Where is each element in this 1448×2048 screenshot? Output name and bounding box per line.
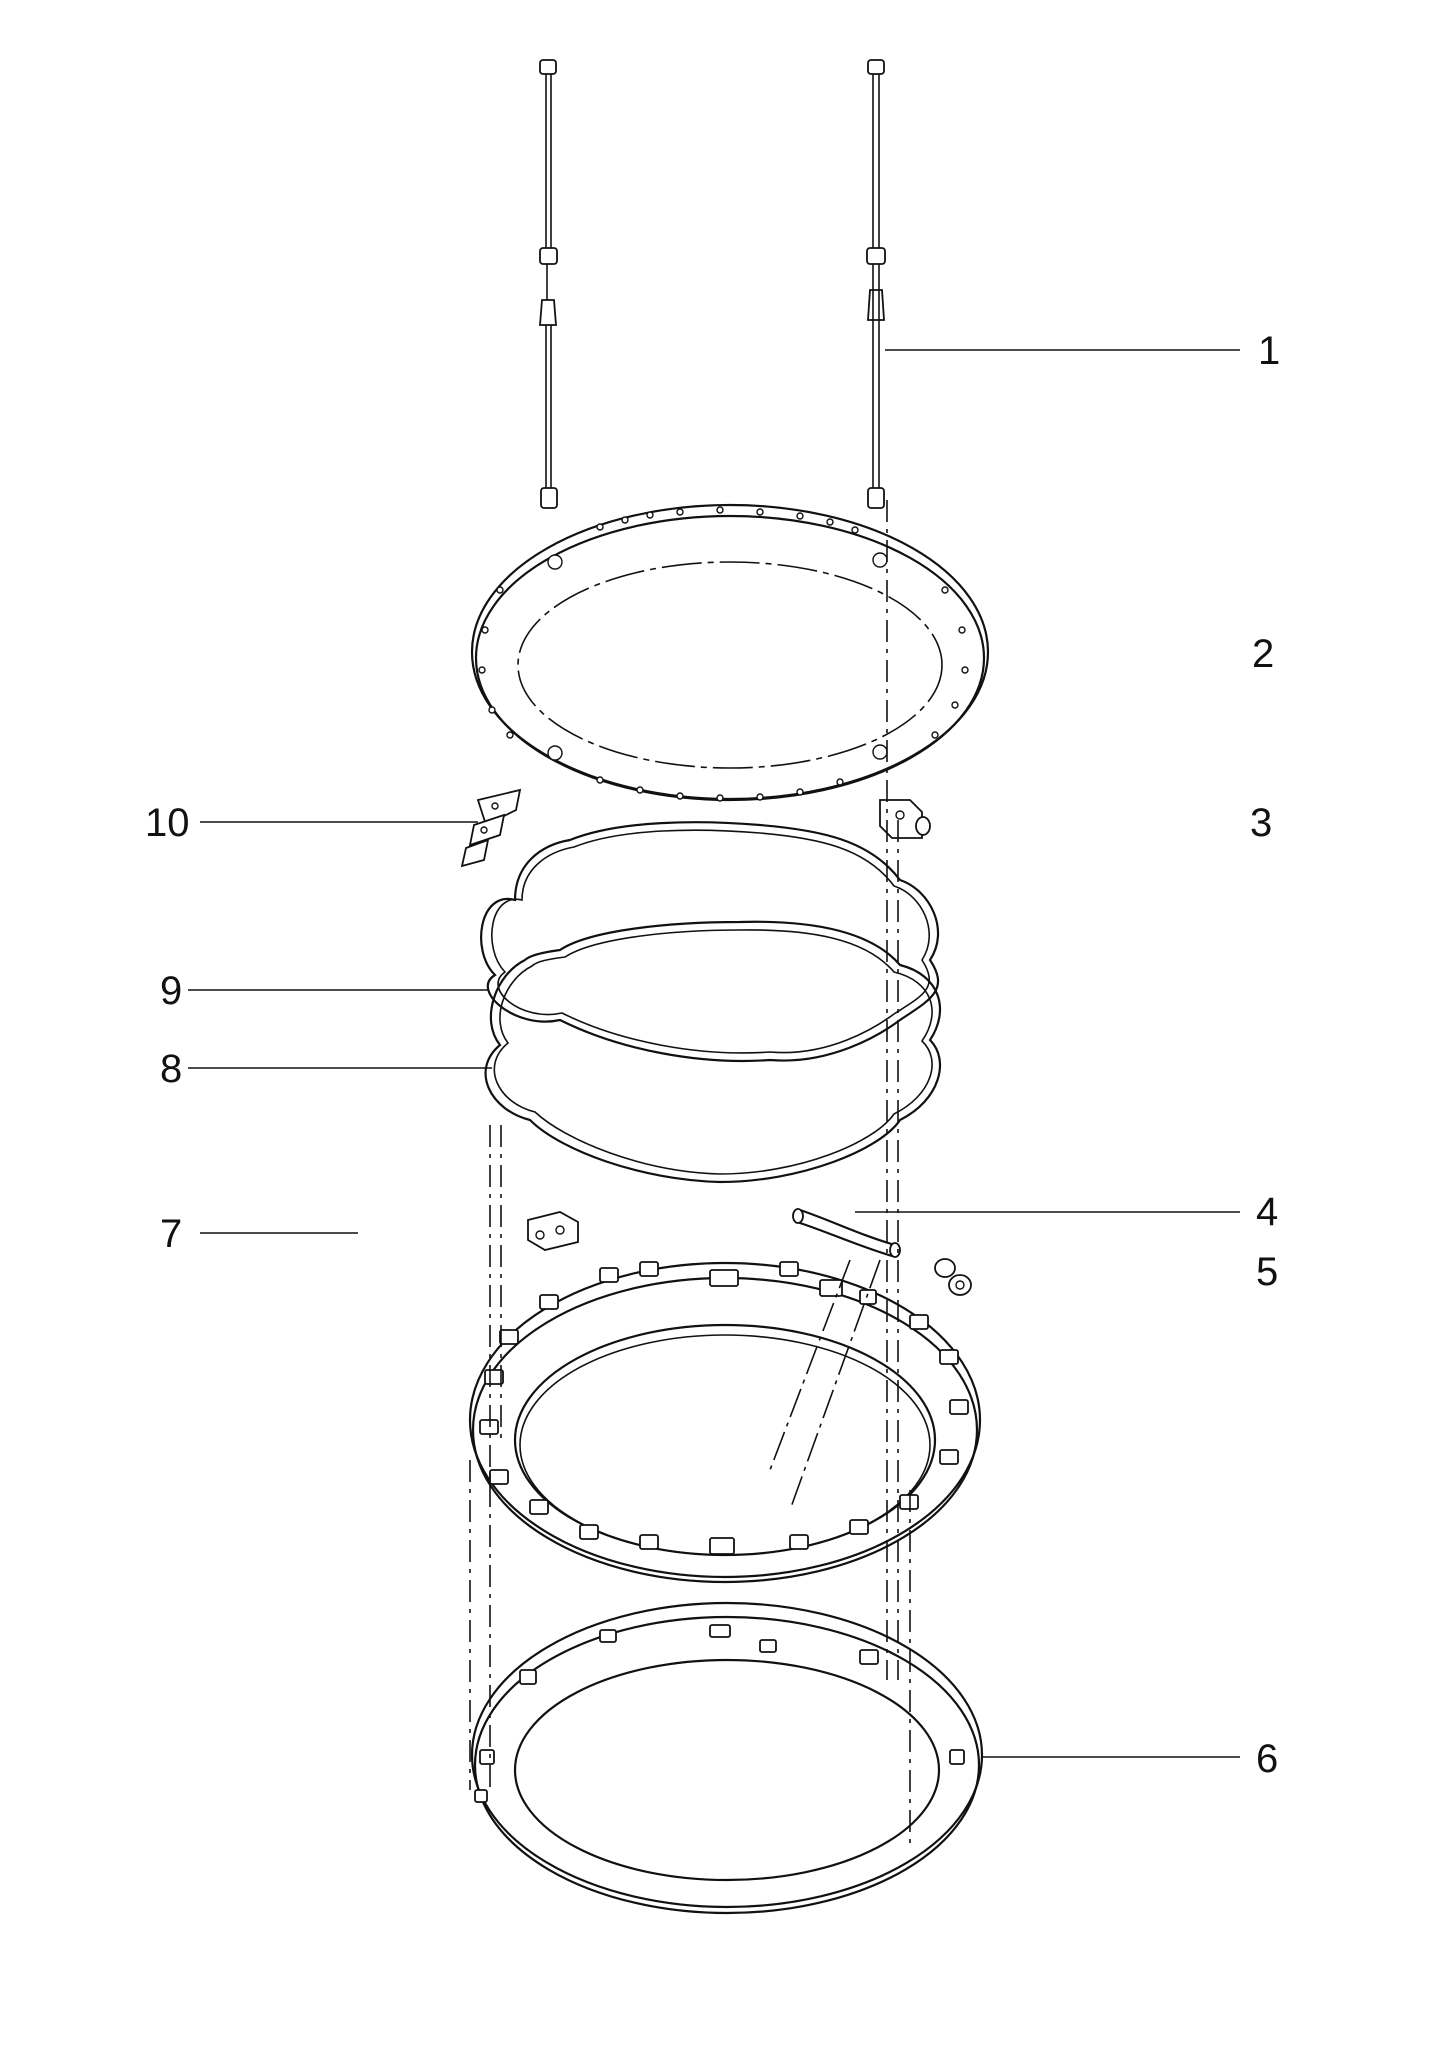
callout-6: 6 xyxy=(1256,1737,1278,1781)
leader-lines xyxy=(188,349,1240,1758)
callout-10: 10 xyxy=(145,801,190,845)
part-4-hose xyxy=(792,1208,901,1258)
part-6-bottom-ring xyxy=(470,1601,984,1915)
callout-2: 2 xyxy=(1252,632,1274,676)
callout-3: 3 xyxy=(1250,801,1272,845)
callout-9: 9 xyxy=(160,969,182,1013)
part-3-bracket-block xyxy=(879,799,931,839)
bottom-ring-lugs xyxy=(474,1624,965,1803)
callout-7: 7 xyxy=(160,1212,182,1256)
main-ring-assembly xyxy=(468,1259,982,1584)
plate-bolt-holes xyxy=(478,506,969,802)
callout-labels: 1 2 3 4 5 6 7 8 9 10 xyxy=(145,329,1280,1781)
part-1-threaded-rods xyxy=(539,59,886,509)
callout-5: 5 xyxy=(1256,1250,1278,1294)
callout-8: 8 xyxy=(160,1047,182,1091)
small-connector-block xyxy=(527,1211,579,1251)
part-9-upper-seal-ring xyxy=(480,821,940,1063)
part-10-chain-segment xyxy=(460,788,522,868)
callout-1: 1 xyxy=(1258,329,1280,373)
part-8-lower-seal-ring xyxy=(484,920,942,1184)
part-2-top-ring-plate xyxy=(470,503,990,802)
alignment-lines xyxy=(469,500,911,1850)
part-5-fitting xyxy=(934,1258,972,1296)
ring-nozzles xyxy=(479,1261,969,1555)
callout-4: 4 xyxy=(1256,1190,1278,1234)
